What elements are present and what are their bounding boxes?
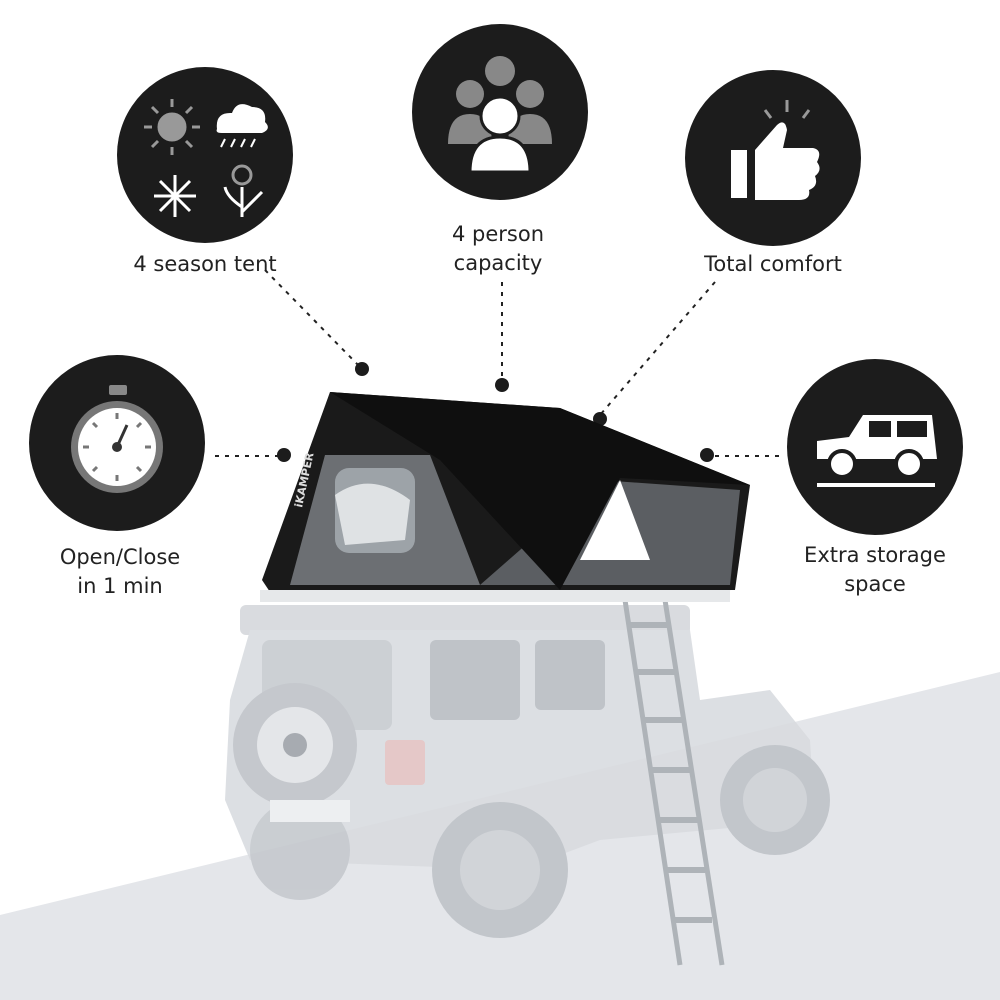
feature-label-comfort: Total comfort	[704, 252, 842, 276]
connector-lines	[215, 269, 785, 457]
feature-circle-storage	[787, 359, 963, 535]
jeep-image	[225, 605, 830, 938]
label-line: Open/Close	[59, 545, 181, 569]
feature-circle-open-close	[29, 355, 205, 531]
rooftop-tent	[260, 392, 750, 602]
suv-vehicle-icon	[817, 415, 937, 487]
feature-circle-comfort	[685, 70, 861, 246]
label-line: space	[844, 572, 906, 596]
label-line: in 1 min	[77, 574, 163, 598]
label-line: 4 person	[451, 222, 545, 246]
feature-label-open-close: Open/Close in 1 min	[0, 543, 240, 601]
feature-label-capacity: 4 person capacity	[378, 220, 618, 278]
connector-dots	[277, 362, 714, 462]
feature-circle-4-season	[117, 67, 293, 243]
label-line: Extra storage	[804, 543, 946, 567]
label-line: capacity	[453, 251, 543, 275]
ladder	[622, 599, 725, 966]
stopwatch-icon	[71, 385, 163, 493]
thumbs-up-icon	[731, 100, 820, 200]
feature-circle-capacity	[412, 24, 588, 200]
people-group-icon	[448, 56, 552, 174]
feature-label-storage: Extra storage space	[755, 541, 995, 599]
weather-seasons-icon	[144, 99, 268, 217]
feature-label-4-season: 4 season tent	[133, 252, 277, 276]
